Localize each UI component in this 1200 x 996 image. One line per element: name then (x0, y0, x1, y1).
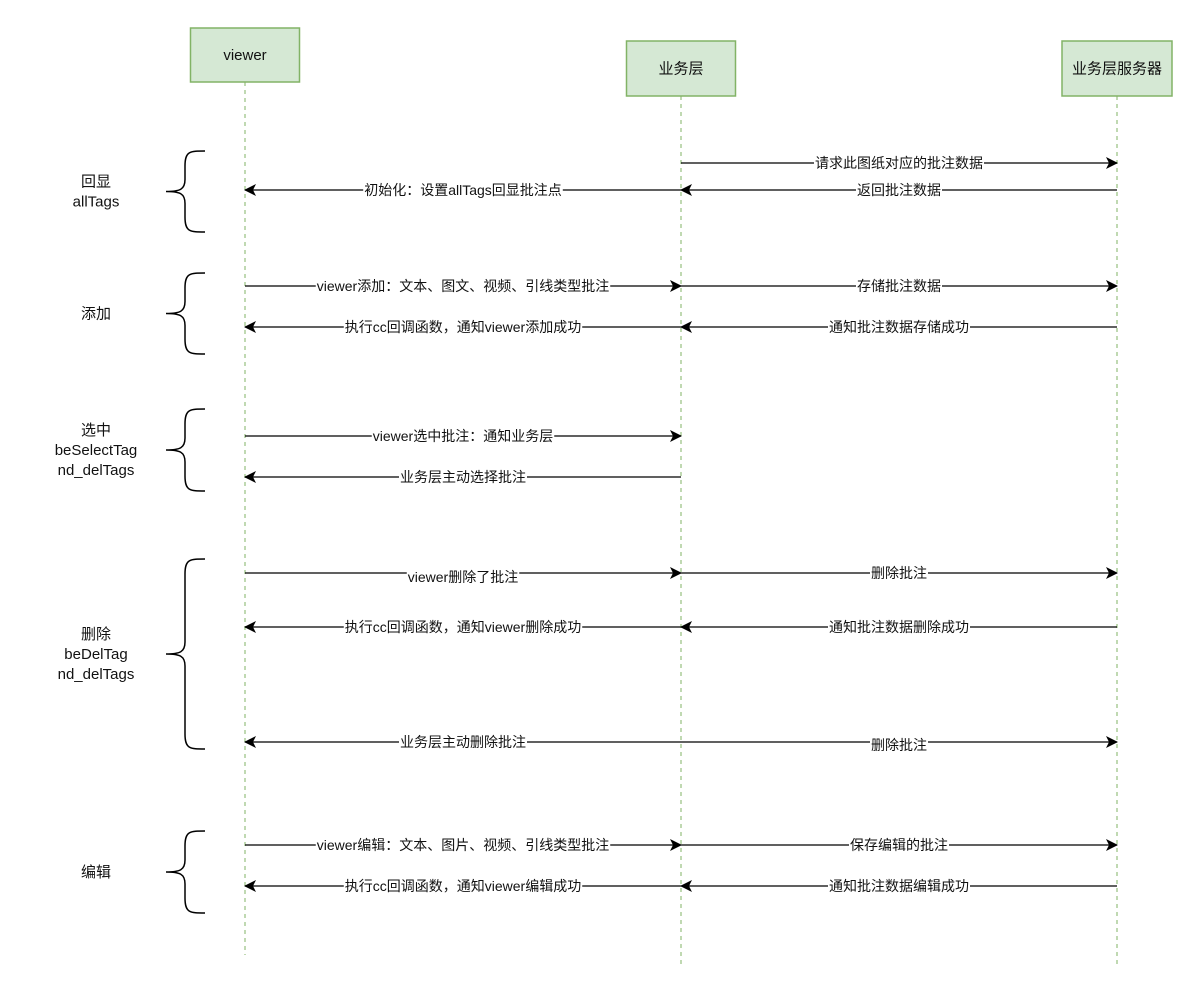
message-label: 返回批注数据 (857, 182, 941, 198)
label-background (315, 839, 611, 851)
label-background (814, 157, 984, 169)
curly-brace-icon (165, 558, 206, 750)
message-label: 执行cc回调函数，通知viewer删除成功 (345, 619, 581, 635)
label-background (870, 567, 928, 579)
message-arrow: 存储批注数据 (681, 278, 1118, 294)
label-background (363, 184, 563, 196)
message-arrow: 通知批注数据存储成功 (680, 319, 1117, 335)
label-background (856, 280, 942, 292)
message-arrow: 初始化：设置allTags回显批注点 (244, 182, 681, 198)
phase-group: 添加 (81, 272, 206, 355)
message-label: 删除批注 (871, 565, 927, 581)
phase-label: 添加 (81, 306, 111, 323)
curly-brace-icon (165, 272, 206, 355)
message-label: viewer编辑：文本、图片、视频、引线类型批注 (317, 837, 609, 853)
message-arrow: 通知批注数据编辑成功 (680, 878, 1117, 894)
message-arrow: 保存编辑的批注 (681, 837, 1118, 853)
phase-label: beSelectTag (55, 442, 138, 459)
message-arrow: 返回批注数据 (680, 182, 1117, 198)
actor-server[interactable]: 业务层服务器 (1061, 40, 1173, 97)
message-arrow: 执行cc回调函数，通知viewer添加成功 (244, 319, 681, 335)
message-label: 通知批注数据存储成功 (829, 319, 969, 335)
actor-label: viewer (223, 47, 266, 64)
message-arrow: 删除批注 (681, 565, 1118, 581)
message-label: 通知批注数据编辑成功 (829, 878, 969, 894)
message-arrow: 业务层主动删除批注 (244, 734, 681, 750)
message-label: 业务层主动删除批注 (400, 734, 526, 750)
message-label: 执行cc回调函数，通知viewer添加成功 (345, 319, 581, 335)
message-arrow: 请求此图纸对应的批注数据 (681, 155, 1118, 171)
message-label: 通知批注数据删除成功 (829, 619, 969, 635)
message-label: 初始化：设置allTags回显批注点 (364, 182, 562, 198)
actor-label: 业务层服务器 (1072, 61, 1162, 78)
actor-box (189, 27, 301, 83)
curly-brace-icon (165, 150, 206, 233)
label-background (870, 739, 928, 751)
label-background (399, 471, 527, 483)
actor-viewer[interactable]: viewer (189, 27, 301, 83)
message-arrow: viewer选中批注：通知业务层 (245, 428, 682, 444)
message-label: viewer删除了批注 (408, 569, 518, 585)
phase-label: beDelTag (64, 646, 127, 663)
actor-biz[interactable]: 业务层 (625, 40, 737, 97)
actor-box (625, 40, 737, 97)
message-label: 保存编辑的批注 (850, 837, 948, 853)
phase-label: 回显 (81, 174, 111, 191)
message-arrow: 执行cc回调函数，通知viewer编辑成功 (244, 878, 681, 894)
message-label: 执行cc回调函数，通知viewer编辑成功 (345, 878, 581, 894)
message-arrow: 删除批注 (681, 736, 1118, 753)
message-label: 请求此图纸对应的批注数据 (815, 155, 983, 171)
message-arrow: 业务层主动选择批注 (244, 469, 681, 485)
phase-group: 编辑 (81, 830, 206, 914)
phase-label: 删除 (81, 626, 111, 643)
curly-brace-icon (165, 830, 206, 914)
label-background (371, 430, 555, 442)
label-background (828, 321, 970, 333)
message-arrow: 执行cc回调函数，通知viewer删除成功 (244, 619, 681, 635)
label-background (343, 621, 583, 633)
phase-label: allTags (73, 194, 120, 211)
phase-label: 选中 (81, 422, 111, 439)
label-background (343, 321, 583, 333)
label-background (828, 621, 970, 633)
message-label: viewer选中批注：通知业务层 (373, 428, 553, 444)
phase-group: 回显 allTags (73, 150, 206, 233)
label-background (343, 880, 583, 892)
message-arrow: 通知批注数据删除成功 (680, 619, 1117, 635)
phase-group: 选中 beSelectTag nd_delTags (55, 408, 206, 492)
message-arrow: viewer删除了批注 (245, 567, 682, 585)
message-label: 删除批注 (871, 737, 927, 753)
phase-label: 编辑 (81, 864, 111, 881)
message-label: 业务层主动选择批注 (400, 469, 526, 485)
message-arrow: viewer添加：文本、图文、视频、引线类型批注 (245, 278, 682, 294)
actor-label: 业务层 (658, 61, 703, 78)
phase-label: nd_delTags (58, 666, 135, 683)
message-label: 存储批注数据 (857, 278, 941, 294)
message-arrow: viewer编辑：文本、图片、视频、引线类型批注 (245, 837, 682, 853)
message-label: viewer添加：文本、图文、视频、引线类型批注 (317, 278, 609, 294)
label-background (849, 839, 949, 851)
actor-box (1061, 40, 1173, 97)
label-background (406, 571, 520, 583)
phase-label: nd_delTags (58, 462, 135, 479)
label-background (856, 184, 942, 196)
label-background (399, 736, 527, 748)
label-background (828, 880, 970, 892)
phase-group: 删除 beDelTag nd_delTags (58, 558, 206, 750)
label-background (315, 280, 611, 292)
curly-brace-icon (165, 408, 206, 492)
